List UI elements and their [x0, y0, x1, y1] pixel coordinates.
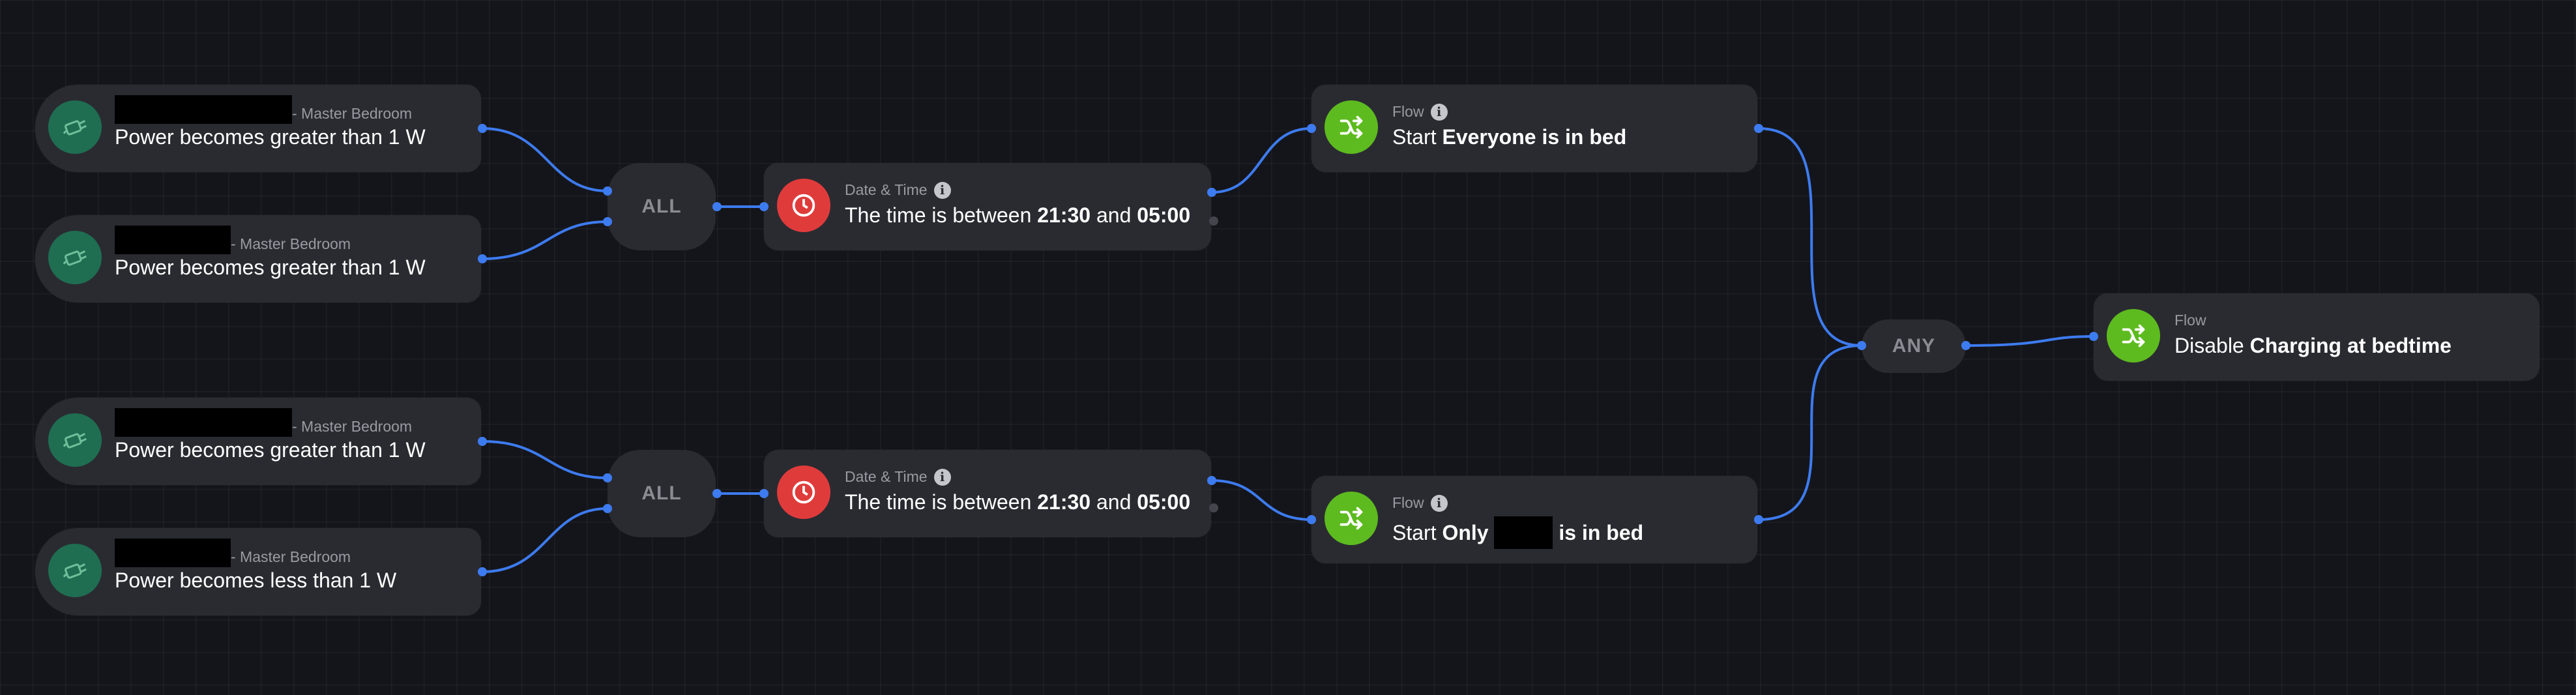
- flow-name: Everyone is in bed: [1442, 125, 1627, 149]
- wire: [1758, 127, 1862, 347]
- flow-verb: Disable: [2174, 334, 2244, 357]
- wire: [482, 127, 608, 192]
- device-condition: Power becomes less than 1 W: [115, 569, 397, 592]
- plug-icon: [48, 231, 102, 284]
- device-card[interactable]: - Master Bedroom Power becomes greater t…: [35, 85, 481, 172]
- device-room: - Master Bedroom: [292, 417, 413, 435]
- flow-card-only[interactable]: Flow i Start Only is in bed: [1311, 476, 1757, 563]
- device-condition: Power becomes greater than 1 W: [115, 438, 426, 462]
- device-card[interactable]: - Master Bedroom Power becomes less than…: [35, 528, 481, 615]
- datetime-joiner: and: [1096, 490, 1132, 514]
- datetime-end: 05:00: [1137, 203, 1191, 227]
- output-connector[interactable]: [712, 489, 722, 498]
- info-icon[interactable]: i: [933, 468, 951, 486]
- flow-shuffle-icon: [1325, 100, 1378, 154]
- device-card[interactable]: - Master Bedroom Power becomes greater t…: [35, 215, 481, 303]
- flow-name: Charging at bedtime: [2249, 334, 2452, 357]
- flow-name-after: is in bed: [1559, 520, 1644, 544]
- wire: [482, 220, 608, 260]
- device-card[interactable]: - Master Bedroom Power becomes greater t…: [35, 398, 481, 485]
- datetime-start: 21:30: [1037, 203, 1091, 227]
- output-connector[interactable]: [478, 124, 487, 133]
- clock-icon: [777, 179, 830, 232]
- flow-verb: Start: [1392, 520, 1437, 544]
- output-connector[interactable]: [478, 254, 487, 263]
- false-output-connector[interactable]: [1209, 216, 1218, 226]
- wire: [482, 507, 608, 573]
- input-connector[interactable]: [603, 504, 612, 513]
- flow-category: Flow: [1392, 103, 1424, 120]
- input-connector[interactable]: [603, 473, 612, 482]
- all-gate[interactable]: ALL: [607, 163, 716, 250]
- device-room: - Master Bedroom: [292, 104, 413, 122]
- device-condition: Power becomes greater than 1 W: [115, 125, 426, 149]
- datetime-joiner: and: [1096, 203, 1132, 227]
- flow-category: Flow: [1392, 494, 1424, 511]
- input-connector[interactable]: [1307, 124, 1316, 133]
- redacted-device-name: [115, 226, 231, 254]
- input-connector[interactable]: [603, 217, 612, 226]
- wire: [482, 440, 608, 479]
- flow-shuffle-icon: [2107, 309, 2160, 362]
- plug-icon: [48, 544, 102, 597]
- input-connector[interactable]: [2089, 332, 2098, 341]
- any-gate[interactable]: ANY: [1862, 319, 1966, 373]
- output-connector[interactable]: [712, 202, 722, 211]
- device-room: - Master Bedroom: [231, 548, 351, 565]
- all-gate[interactable]: ALL: [607, 450, 716, 537]
- flow-verb: Start: [1392, 125, 1437, 149]
- true-output-connector[interactable]: [1207, 476, 1216, 485]
- flow-shuffle-icon: [1325, 492, 1378, 545]
- info-icon[interactable]: i: [1430, 103, 1448, 121]
- input-connector[interactable]: [603, 186, 612, 196]
- datetime-prefix: The time is between: [845, 490, 1032, 514]
- false-output-connector[interactable]: [1209, 503, 1218, 512]
- info-icon[interactable]: i: [933, 181, 951, 199]
- input-connector[interactable]: [1857, 341, 1866, 350]
- flow-card-everyone[interactable]: Flow i Start Everyone is in bed: [1311, 85, 1757, 172]
- plug-icon: [48, 413, 102, 467]
- output-connector[interactable]: [1754, 515, 1763, 524]
- redacted-device-name: [115, 539, 231, 567]
- datetime-category: Date & Time: [845, 181, 928, 198]
- wire: [1211, 127, 1312, 194]
- datetime-prefix: The time is between: [845, 203, 1032, 227]
- device-condition: Power becomes greater than 1 W: [115, 256, 426, 279]
- redacted-device-name: [115, 408, 292, 437]
- datetime-category: Date & Time: [845, 468, 928, 485]
- redacted-device-name: [115, 95, 292, 124]
- input-connector[interactable]: [759, 489, 768, 498]
- output-connector[interactable]: [1961, 341, 1970, 350]
- flow-name-before: Only: [1442, 520, 1489, 544]
- flow-card-disable[interactable]: Flow Disable Charging at bedtime: [2094, 293, 2539, 381]
- plug-icon: [48, 100, 102, 154]
- info-icon[interactable]: i: [1430, 494, 1448, 512]
- wire: [1965, 335, 2094, 347]
- datetime-card[interactable]: Date & Time i The time is between 21:30 …: [764, 163, 1211, 250]
- datetime-start: 21:30: [1037, 490, 1091, 514]
- clock-icon: [777, 466, 830, 519]
- input-connector[interactable]: [1307, 515, 1316, 524]
- input-connector[interactable]: [759, 202, 768, 211]
- redacted-person-name: [1494, 516, 1553, 549]
- flow-category: Flow: [2174, 312, 2206, 329]
- datetime-card[interactable]: Date & Time i The time is between 21:30 …: [764, 450, 1211, 537]
- wire: [1211, 479, 1312, 521]
- output-connector[interactable]: [478, 437, 487, 446]
- true-output-connector[interactable]: [1207, 188, 1216, 197]
- output-connector[interactable]: [1754, 124, 1763, 133]
- device-room: - Master Bedroom: [231, 235, 351, 252]
- output-connector[interactable]: [478, 567, 487, 576]
- wire: [1758, 344, 1862, 521]
- datetime-end: 05:00: [1137, 490, 1191, 514]
